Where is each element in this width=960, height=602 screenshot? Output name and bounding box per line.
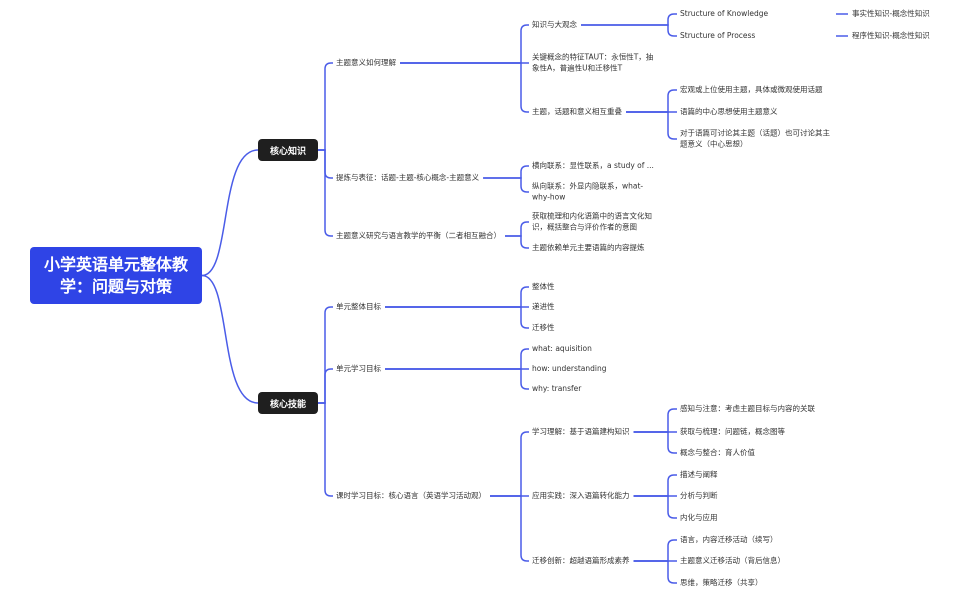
connector (483, 165, 529, 179)
topic-node[interactable]: 宏观或上位使用主题，具体或微观使用话题 (680, 84, 823, 94)
topic-note[interactable]: 事实性知识-概念性知识 (852, 8, 930, 18)
topic-node[interactable]: why: transfer (532, 383, 582, 393)
connector (505, 221, 529, 237)
topic-node[interactable]: 主题依赖单元主要语篇的内容提炼 (532, 242, 645, 252)
connector (201, 149, 259, 277)
topic-node[interactable]: 获取与梳理：问题链，概念图等 (680, 426, 785, 436)
topic-node[interactable]: 递进性 (532, 301, 555, 311)
connector (581, 24, 677, 37)
topic-node[interactable]: 分析与判断 (680, 490, 718, 500)
topic-node[interactable]: 应用实践：深入语篇转化能力 (532, 490, 630, 500)
connector (633, 495, 677, 519)
topic-node[interactable]: 概念与整合：育人价值 (680, 447, 755, 457)
topic-node[interactable]: 语篇的中心思想使用主题意义 (680, 106, 778, 116)
branch-label: 核心技能 (269, 399, 306, 410)
connector (318, 402, 333, 497)
connector (633, 474, 677, 497)
topic-note[interactable]: 程序性知识-概念性知识 (852, 30, 930, 40)
connector (490, 495, 529, 562)
topic-node[interactable]: 整体性 (532, 281, 555, 291)
connector (633, 431, 677, 454)
branch-label: 核心知识 (269, 146, 306, 157)
topic-node[interactable]: 对于语篇可讨论其主题（话题）也可讨论其主题意义（中心思想） (680, 128, 830, 149)
topic-node[interactable]: 感知与注意：考虑主题目标与内容的关联 (680, 403, 815, 413)
topic-node[interactable]: 关键概念的特征TAUT：永恒性T，抽象性A，普遍性U和迁移性T (532, 52, 654, 73)
connector (633, 408, 677, 433)
connector (505, 235, 529, 249)
connector (483, 177, 529, 193)
topic-node[interactable]: what: aquisition (532, 343, 592, 353)
topic-node[interactable]: 内化与应用 (680, 512, 718, 522)
topic-node[interactable]: 提炼与表征：话题-主题-核心概念-主题意义 (336, 172, 480, 182)
topic-node[interactable]: 主题意义研究与语言教学的平衡（二者相互融合） (336, 230, 501, 240)
topic-node[interactable]: 学习理解：基于语篇建构知识 (532, 426, 630, 436)
topic-node[interactable]: 课时学习目标：核心语言（英语学习活动观） (336, 490, 486, 500)
connector (633, 560, 677, 584)
topic-node[interactable]: 单元学习目标 (336, 363, 381, 373)
connector (626, 111, 677, 140)
connector (385, 306, 529, 329)
topic-node[interactable]: Structure of Process (680, 30, 756, 40)
topic-node[interactable]: 语言，内容迁移活动（续写） (680, 534, 778, 544)
connector (385, 348, 529, 370)
connector (400, 62, 529, 113)
connector (318, 62, 333, 151)
connector (385, 368, 529, 390)
connector (581, 13, 677, 26)
connector (318, 306, 333, 404)
topic-node[interactable]: 横向联系：显性联系，a study of ... (532, 160, 654, 170)
branch-core-knowledge[interactable]: 核心知识 (258, 139, 318, 161)
topic-node[interactable]: 迁移性 (532, 322, 555, 332)
root-topic[interactable]: 小学英语单元整体教学：问题与对策 (30, 247, 202, 304)
topic-node[interactable]: 主题，话题和意义相互重叠 (532, 106, 622, 116)
topic-node[interactable]: 主题意义迁移活动（背后信息） (680, 555, 785, 565)
topic-node[interactable]: 思维，策略迁移（共享） (680, 577, 763, 587)
topic-node[interactable]: 描述与阐释 (680, 469, 718, 479)
topic-node[interactable]: 迁移创新：超越语篇形成素养 (532, 555, 630, 565)
connector (626, 89, 677, 113)
topic-node[interactable]: 获取梳理和内化语篇中的语言文化知识，概括整合与评价作者的意图 (532, 211, 652, 232)
connector (318, 149, 333, 237)
topic-node[interactable]: how: understanding (532, 363, 607, 373)
connector (400, 24, 529, 64)
root-topic-label: 小学英语单元整体教学：问题与对策 (43, 254, 188, 296)
connector (318, 368, 333, 404)
topic-node[interactable]: 单元整体目标 (336, 301, 381, 311)
topic-node[interactable]: Structure of Knowledge (680, 8, 769, 18)
branch-core-skills[interactable]: 核心技能 (258, 392, 318, 414)
topic-node[interactable]: 知识与大观念 (532, 19, 577, 29)
connector (633, 539, 677, 562)
connector (201, 274, 259, 404)
topic-node[interactable]: 主题意义如何理解 (336, 57, 396, 67)
topic-node[interactable]: 纵向联系：外显内隐联系，what-why-how (532, 181, 644, 202)
connector (385, 286, 529, 308)
connector (490, 431, 529, 497)
